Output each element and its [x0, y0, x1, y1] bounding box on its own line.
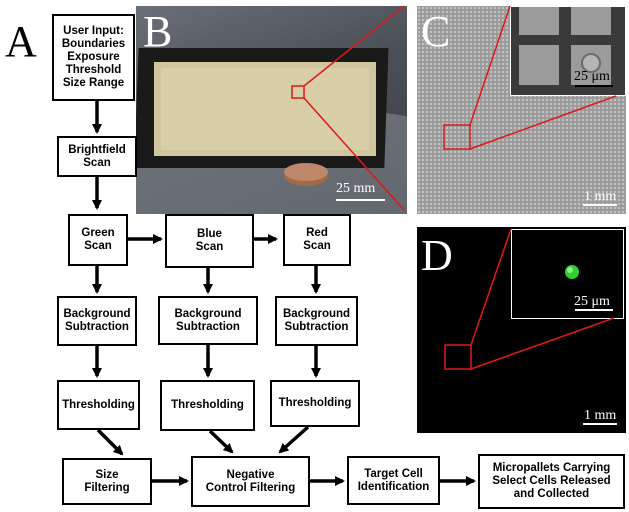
zoom-box-c — [443, 124, 471, 150]
scale-label-b: 25 mm — [336, 181, 376, 196]
box-brightfield-scan: Brightfield Scan — [57, 136, 137, 177]
micropallet-drawing — [519, 7, 611, 85]
box-green-scan: Green Scan — [68, 214, 128, 266]
panel-letter-d: D — [421, 231, 453, 280]
box-bg-subtraction-red: Background Subtraction — [275, 296, 358, 346]
arrow-thr-blue-to-negative — [208, 429, 234, 454]
cell-drawing — [565, 265, 579, 279]
scale-label-c-inset: 25 μm — [574, 69, 610, 84]
box-thresholding-red: Thresholding — [270, 380, 360, 427]
scale-label-c: 1 mm — [584, 189, 617, 204]
box-red-scan: Red Scan — [283, 214, 351, 266]
zoom-line-c-top — [469, 5, 511, 126]
zoom-line-d-top — [470, 228, 512, 346]
box-negative-control-filtering: Negative Control Filtering — [191, 456, 310, 507]
box-bg-subtraction-green: Background Subtraction — [57, 296, 137, 346]
zoom-line-c-bottom — [469, 95, 617, 150]
panel-letter-a: A — [5, 17, 37, 66]
box-blue-scan: Blue Scan — [165, 214, 254, 268]
scale-label-d-inset: 25 μm — [574, 294, 610, 309]
chip-photo-drawing — [136, 48, 407, 214]
panel-letter-c: C — [421, 7, 451, 56]
box-bg-subtraction-blue: Background Subtraction — [158, 296, 258, 345]
scale-label-d: 1 mm — [584, 408, 617, 423]
cell-inset — [511, 229, 624, 319]
zoom-line-b-bottom — [303, 97, 405, 211]
zoom-line-d-bottom — [470, 317, 615, 370]
zoom-line-b-top — [303, 5, 405, 87]
zoom-box-d — [444, 344, 472, 370]
micropallet-inset — [510, 6, 626, 96]
panel-letter-b: B — [143, 7, 173, 56]
box-target-cell-identification: Target Cell Identification — [347, 456, 440, 505]
arrow-thr-to-size — [96, 428, 124, 456]
box-user-input: User Input: Boundaries Exposure Threshol… — [52, 14, 135, 101]
box-size-filtering: Size Filtering — [62, 458, 152, 505]
box-thresholding-blue: Thresholding — [160, 380, 255, 431]
zoom-box-b — [291, 85, 305, 99]
box-micropallets-collected: Micropallets Carrying Select Cells Relea… — [478, 454, 625, 509]
arrow-thr-red-to-negative — [278, 425, 310, 454]
box-thresholding-green: Thresholding — [57, 380, 140, 430]
